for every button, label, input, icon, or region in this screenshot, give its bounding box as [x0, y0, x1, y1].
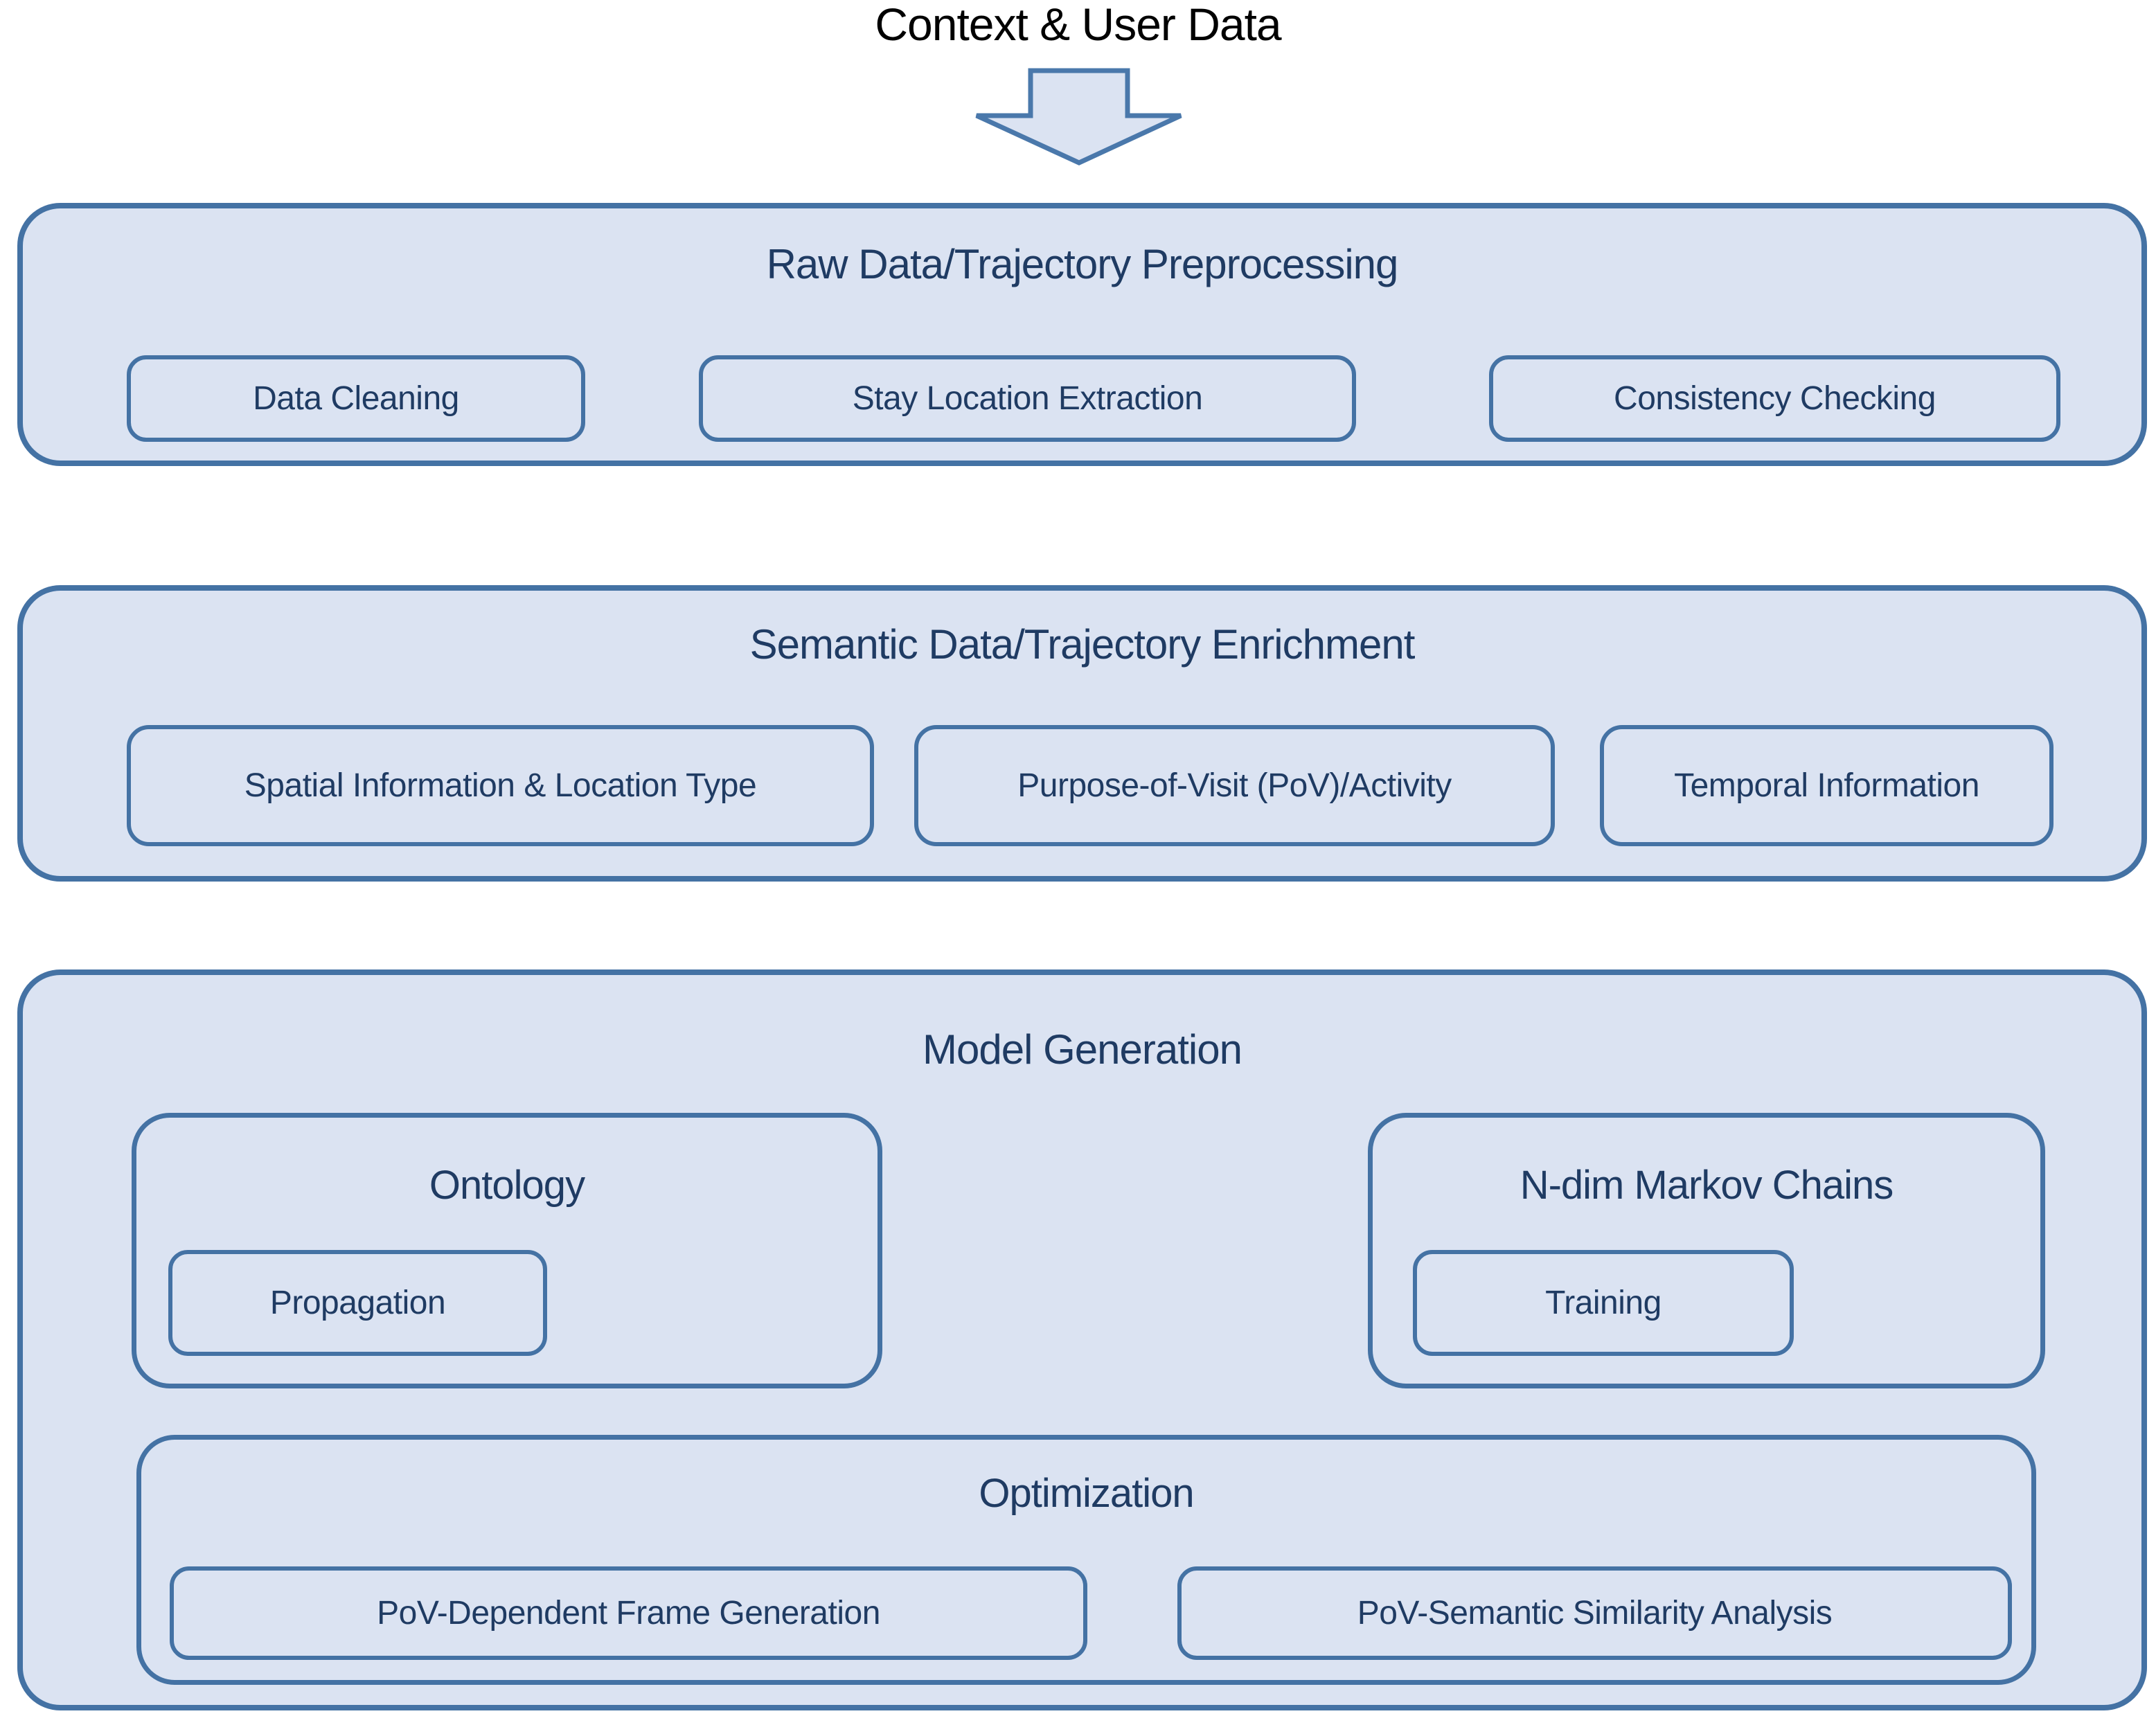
section-title-enrichment: Semantic Data/Trajectory Enrichment: [749, 621, 1416, 668]
chip-pov-semantic-similarity-analysis: PoV-Semantic Similarity Analysis: [1177, 1566, 2012, 1660]
section-title-preprocessing: Raw Data/Trajectory Preprocessing: [766, 241, 1399, 287]
chip-data-cleaning: Data Cleaning: [127, 355, 585, 442]
chip-spatial-information-location-type: Spatial Information & Location Type: [127, 725, 874, 846]
chip-temporal-information: Temporal Information: [1600, 725, 2053, 846]
down-arrow-icon: [975, 68, 1182, 166]
subsection-optimization: Optimization PoV-Dependent Frame Generat…: [136, 1435, 2036, 1685]
section-semantic-data-trajectory-enrichment: Semantic Data/Trajectory Enrichment Spat…: [17, 585, 2147, 882]
chip-stay-location-extraction: Stay Location Extraction: [699, 355, 1356, 442]
context-user-data-title: Context & User Data: [875, 0, 1281, 50]
chip-pov-dependent-frame-generation: PoV-Dependent Frame Generation: [170, 1566, 1087, 1660]
subsection-title-optimization: Optimization: [979, 1471, 1194, 1516]
section-model-generation: Model Generation Ontology Propagation N-…: [17, 969, 2147, 1710]
subsection-title-markov-chains: N-dim Markov Chains: [1520, 1163, 1894, 1208]
section-title-model-generation: Model Generation: [923, 1026, 1242, 1073]
subsection-title-ontology: Ontology: [429, 1163, 585, 1208]
chip-training: Training: [1413, 1250, 1794, 1356]
subsection-n-dim-markov-chains: N-dim Markov Chains Training: [1368, 1113, 2045, 1388]
chip-purpose-of-visit-activity: Purpose-of-Visit (PoV)/Activity: [914, 725, 1555, 846]
chip-propagation: Propagation: [168, 1250, 547, 1356]
section-raw-data-trajectory-preprocessing: Raw Data/Trajectory Preprocessing Data C…: [17, 203, 2147, 466]
subsection-ontology: Ontology Propagation: [132, 1113, 882, 1388]
chip-consistency-checking: Consistency Checking: [1489, 355, 2060, 442]
down-arrow-shape: [975, 68, 1182, 166]
